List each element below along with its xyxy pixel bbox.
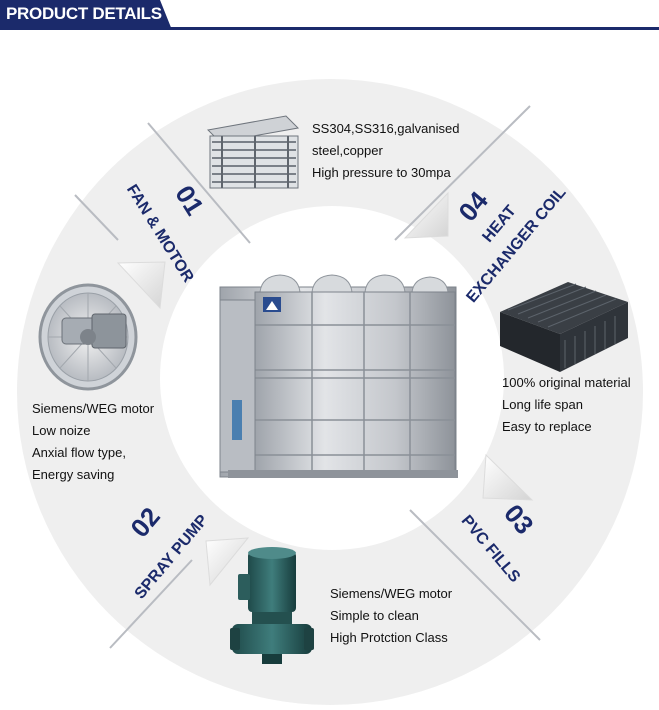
product-diagram: 01 FAN & MOTOR 02 SPRAY PUMP 03 PVC FILL… [17,79,643,705]
heat-exchanger-coil-icon [206,115,300,189]
pointer-triangle [482,453,534,501]
spray-pump-icon [230,547,314,664]
pointer-triangle [205,537,250,587]
pvc-fill-media-icon [500,282,628,372]
description-line: Long life span [502,397,583,412]
heat-exchanger-description: SS304,SS316,galvanised steel,copper High… [312,118,459,184]
description-line: Simple to clean [330,608,419,623]
pvc-fills-description: 100% original material Long life span Ea… [502,372,631,438]
description-line: steel,copper [312,143,383,158]
description-line: Siemens/WEG motor [330,586,453,601]
spray-pump-description: Siemens/WEG motor Simple to clean High P… [330,583,452,649]
description-line: SS304,SS316,galvanised [312,121,460,136]
axial-fan-icon [38,283,138,391]
description-line: High pressure to 30mpa [312,165,451,180]
divider-lines [74,105,541,649]
page-title: PRODUCT DETAILS [6,4,162,23]
description-line: Siemens/WEG motor [32,401,155,416]
header-rule [0,27,659,30]
description-line: Low noize [32,423,91,438]
header-tab [0,0,172,30]
description-line: Anxial flow type, [32,445,126,460]
fan-motor-description: Siemens/WEG motor Low noize Anxial flow … [32,398,154,486]
pointer-triangle [116,261,166,310]
description-line: Energy saving [32,467,115,482]
description-line: High Protction Class [330,630,448,645]
header-bar: PRODUCT DETAILS [0,0,659,30]
description-line: 100% original material [502,375,631,390]
cooling-tower-icon [219,274,458,478]
pointer-triangle [403,191,449,239]
description-line: Easy to replace [502,419,592,434]
